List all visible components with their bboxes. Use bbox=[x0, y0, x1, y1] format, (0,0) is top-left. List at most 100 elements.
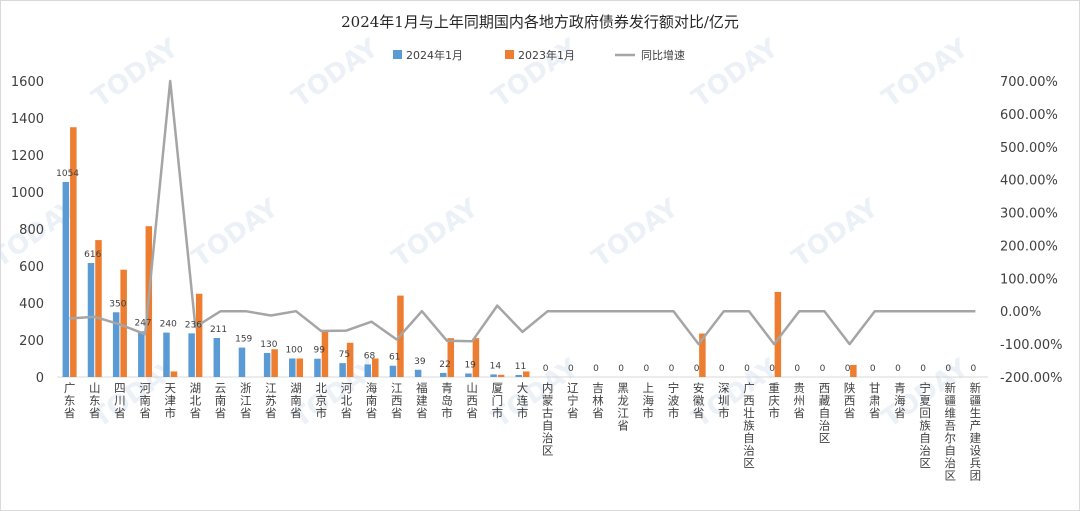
category-label: 重庆市 bbox=[768, 381, 780, 420]
category-label-char: 市 bbox=[164, 406, 176, 420]
category-label: 深圳市 bbox=[718, 381, 730, 420]
category-label-char: 治 bbox=[743, 444, 755, 458]
category-label-char: 南 bbox=[215, 394, 227, 408]
category-label-char: 自 bbox=[919, 431, 931, 445]
category-label: 福建省 bbox=[416, 381, 428, 420]
data-label: 61 bbox=[389, 353, 400, 363]
category-label-char: 区 bbox=[945, 469, 957, 483]
category-label-char: 市 bbox=[768, 406, 780, 420]
category-label-char: 广 bbox=[64, 381, 76, 395]
data-label: 0 bbox=[719, 364, 725, 374]
category-label-char: 省 bbox=[265, 406, 277, 420]
category-label: 河北省 bbox=[341, 381, 353, 420]
legend-item: 2023年1月 bbox=[505, 48, 575, 62]
data-label: 11 bbox=[515, 362, 526, 372]
data-label: 0 bbox=[845, 364, 851, 374]
category-label-char: 津 bbox=[164, 394, 176, 408]
category-label-char: 岛 bbox=[441, 394, 453, 408]
data-label: 130 bbox=[260, 340, 277, 350]
category-label-char: 新 bbox=[945, 381, 957, 395]
data-label: 99 bbox=[313, 346, 325, 356]
category-label-char: 浙 bbox=[240, 381, 252, 395]
category-label-char: 蒙 bbox=[542, 394, 554, 408]
y-right-tick-label: 300.00% bbox=[1000, 207, 1058, 222]
category-label-char: 西 bbox=[391, 394, 403, 408]
category-label-char: 南 bbox=[139, 394, 151, 408]
category-label: 浙江省 bbox=[240, 381, 252, 420]
category-label-char: 区 bbox=[743, 456, 755, 470]
category-label-char: 区 bbox=[919, 456, 931, 470]
bar-2024 bbox=[414, 369, 422, 377]
data-label: 159 bbox=[235, 335, 252, 345]
category-label-char: 大 bbox=[517, 381, 529, 395]
category-label-char: 省 bbox=[190, 406, 202, 420]
bar-2023 bbox=[321, 331, 329, 377]
y-right-tick-label: 200.00% bbox=[1000, 239, 1058, 254]
category-label-char: 疆 bbox=[945, 394, 957, 408]
category-label-char: 江 bbox=[617, 406, 629, 420]
bar-2024 bbox=[389, 365, 397, 377]
y-left-tick-label: 1000 bbox=[11, 186, 44, 201]
y-right-tick-label: 100.00% bbox=[1000, 272, 1058, 287]
category-label-char: 尔 bbox=[945, 431, 957, 445]
category-label-char: 建 bbox=[416, 394, 428, 408]
category-label-char: 海 bbox=[894, 394, 906, 408]
bar-2024 bbox=[515, 374, 522, 377]
category-label-char: 贵 bbox=[794, 381, 806, 395]
y-left-tick-label: 400 bbox=[19, 297, 44, 312]
data-label: 0 bbox=[971, 364, 977, 374]
category-label-char: 甘 bbox=[869, 381, 881, 395]
category-label-char: 省 bbox=[366, 406, 378, 420]
bar-2023 bbox=[346, 342, 354, 377]
category-label-char: 省 bbox=[341, 406, 353, 420]
bar-2024 bbox=[339, 363, 346, 377]
category-label-char: 上 bbox=[643, 381, 655, 395]
data-label: 350 bbox=[109, 299, 126, 309]
data-label: 22 bbox=[439, 360, 450, 370]
data-label: 68 bbox=[364, 351, 376, 361]
data-label: 14 bbox=[490, 361, 502, 371]
bar-2024 bbox=[112, 312, 120, 377]
category-label-char: 州 bbox=[794, 394, 806, 408]
data-label: 247 bbox=[134, 318, 151, 328]
category-label-char: 治 bbox=[919, 444, 931, 458]
bar-2023 bbox=[120, 269, 127, 377]
bar-2024 bbox=[62, 182, 70, 377]
category-label-char: 西 bbox=[844, 394, 856, 408]
bar-2023 bbox=[497, 374, 505, 377]
category-label-char: 吉 bbox=[592, 381, 604, 395]
category-label-char: 回 bbox=[919, 406, 931, 420]
chart-growth-line bbox=[69, 79, 976, 346]
y-right-tick-label: 0.00% bbox=[1000, 305, 1041, 320]
category-label-char: 西 bbox=[743, 394, 755, 408]
category-label-char: 云 bbox=[215, 381, 227, 395]
bar-2023 bbox=[296, 358, 304, 377]
category-label-char: 省 bbox=[89, 406, 101, 420]
bar-2023 bbox=[523, 371, 530, 377]
category-label: 江苏省 bbox=[265, 381, 277, 420]
category-label-char: 南 bbox=[290, 394, 302, 408]
category-label-char: 团 bbox=[970, 469, 982, 483]
data-label: 75 bbox=[339, 350, 350, 360]
category-label: 大连市 bbox=[517, 381, 529, 420]
category-label-char: 省 bbox=[693, 406, 705, 420]
category-label-char: 自 bbox=[542, 419, 554, 433]
category-label-char: 省 bbox=[215, 406, 227, 420]
bar-2023 bbox=[699, 333, 706, 377]
y-right-tick-label: 500.00% bbox=[1000, 141, 1058, 156]
category-label-char: 江 bbox=[391, 381, 403, 395]
category-label: 河南省 bbox=[139, 381, 151, 420]
data-label: 100 bbox=[285, 346, 302, 356]
y-right-tick-label: -200.00% bbox=[1000, 371, 1063, 386]
category-label-char: 连 bbox=[517, 394, 529, 408]
data-label: 19 bbox=[464, 360, 476, 370]
category-label-char: 宁 bbox=[919, 381, 931, 395]
category-label: 陕西省 bbox=[844, 381, 856, 420]
category-label-char: 肃 bbox=[869, 394, 881, 408]
category-label-char: 省 bbox=[391, 406, 403, 420]
category-label-char: 山 bbox=[466, 381, 478, 395]
data-label: 0 bbox=[945, 364, 951, 374]
category-label-char: 内 bbox=[542, 381, 554, 395]
